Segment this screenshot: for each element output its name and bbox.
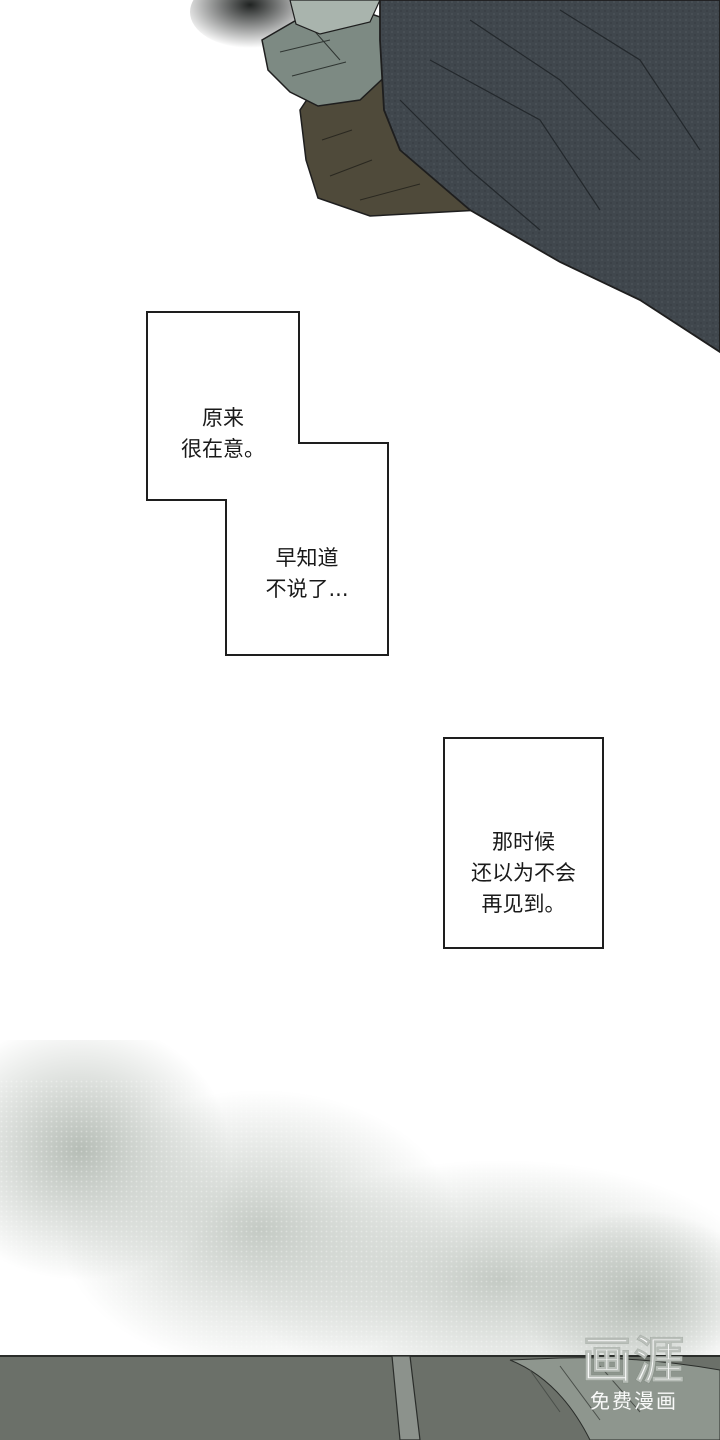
caption-box-2: 早知道 不说了... [229,512,385,605]
watermark-logo: 画涯 [582,1332,686,1390]
pole [391,1355,421,1440]
caption-box-3: 那时候 还以为不会 再见到。 [445,796,602,920]
caption-text-1: 原来 很在意。 [181,406,265,461]
caption-frame-3 [443,737,604,949]
watermark: 画涯 免费漫画 [582,1334,686,1414]
watermark-subtitle: 免费漫画 [590,1389,678,1413]
coat [379,0,720,354]
top-artwork [190,0,720,354]
caption-text-2: 早知道 不说了... [265,546,349,601]
bottom-artwork [0,1040,720,1440]
caption-box-1: 原来 很在意。 [150,372,296,465]
caption-text-3: 那时候 还以为不会 再见到。 [471,830,576,916]
